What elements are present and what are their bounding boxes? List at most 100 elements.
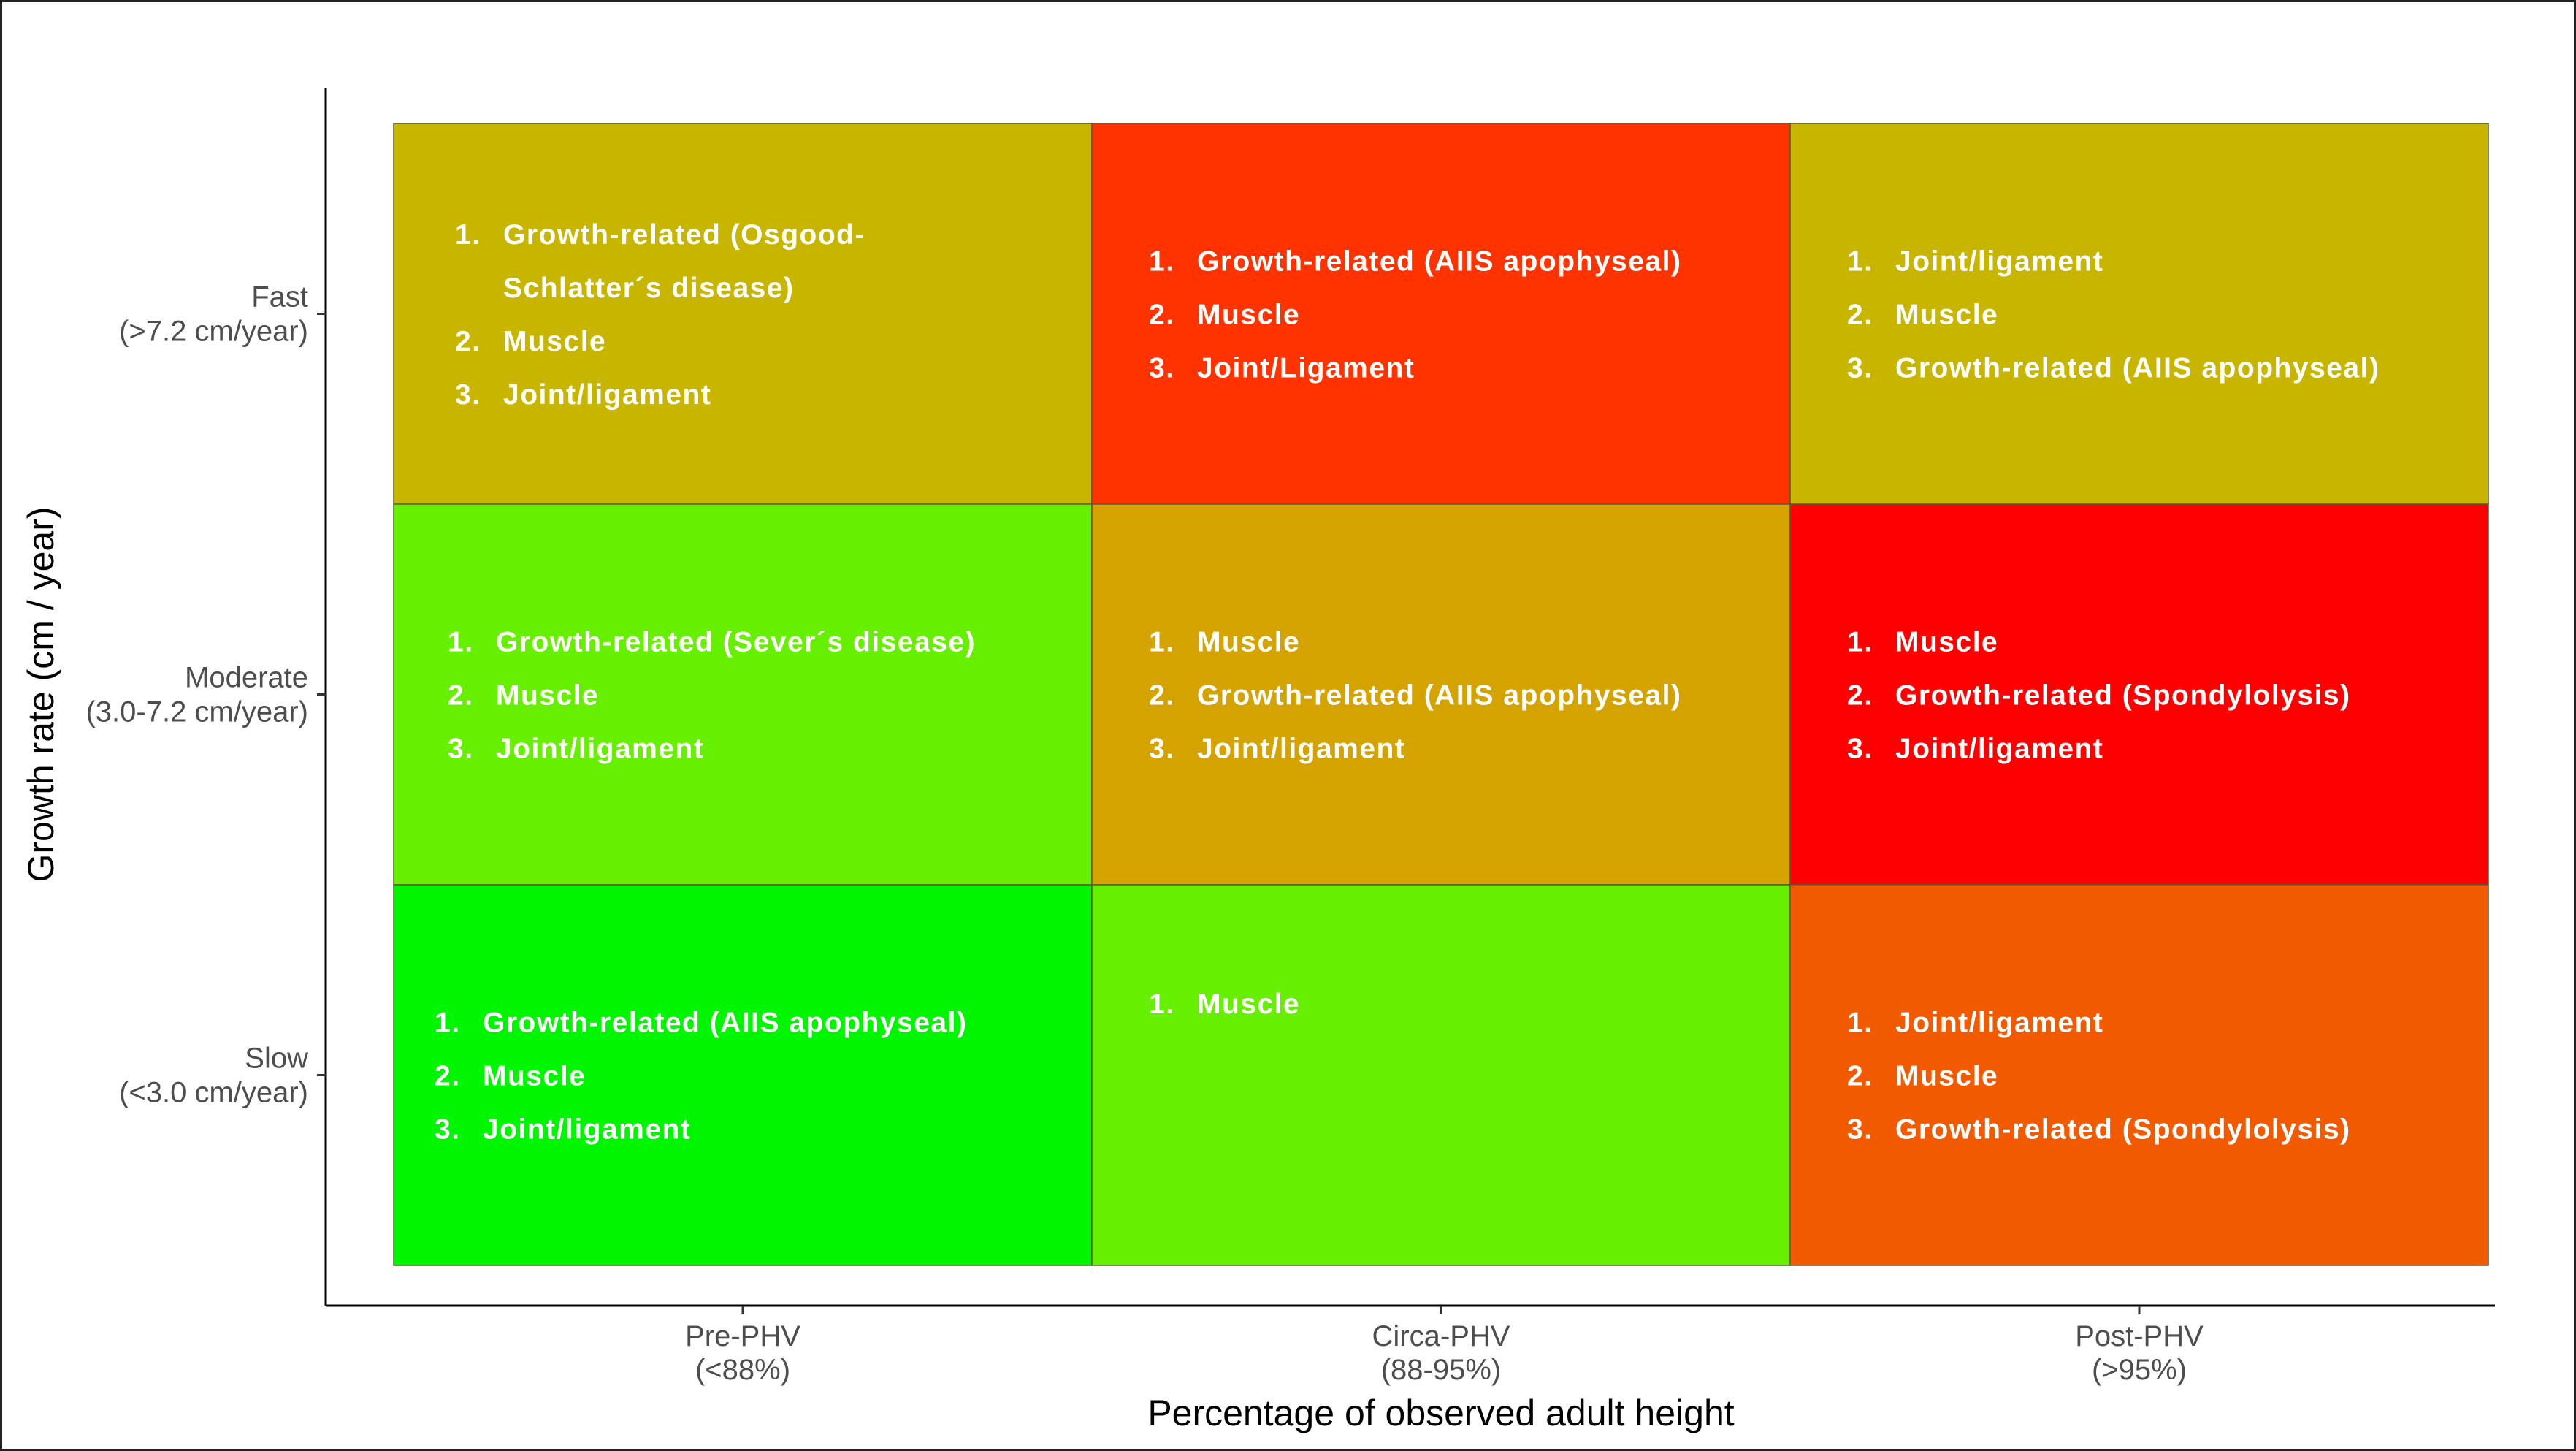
cell-list-item: 1. Joint/ligament <box>1847 246 2103 278</box>
cell-list-item: 2. Muscle <box>448 680 599 712</box>
cell-list-item: 1. Growth-related (Sever´s disease) <box>448 627 976 658</box>
list-item-number: 2. <box>1847 680 1873 712</box>
list-item-number: 3. <box>448 734 474 765</box>
y-tick-label: Moderate <box>185 662 308 694</box>
list-item-number: 1. <box>448 627 474 658</box>
y-tick-label: Fast <box>251 281 308 313</box>
list-item-number: 2. <box>1149 300 1175 331</box>
list-item-text: Schlatter´s disease) <box>503 273 795 304</box>
x-axis-title: Percentage of observed adult height <box>1147 1393 1734 1433</box>
list-item-number: 3. <box>435 1114 461 1146</box>
list-item-text: Growth-related (Osgood- <box>503 219 865 251</box>
cell-list-item: 3. Joint/ligament <box>435 1114 691 1146</box>
cell-list-item: 3. Growth-related (AIIS apophyseal) <box>1847 353 2380 384</box>
list-item-number: 3. <box>1149 353 1175 384</box>
list-item-text: Joint/ligament <box>1197 734 1405 765</box>
list-item-text: Muscle <box>1197 627 1300 658</box>
cell-post-phv-fast-tile <box>1789 123 2489 505</box>
cell-post-phv-moderate: 1. Muscle 2. Growth-related (Spondylolysis)… <box>1789 503 2489 886</box>
cell-circa-phv-moderate-tile <box>1091 503 1791 886</box>
x-tick-label: Circa-PHV <box>1372 1320 1510 1352</box>
cell-post-phv-slow-tile <box>1789 884 2489 1266</box>
list-item-text: Growth-related (AIIS apophyseal) <box>1197 680 1681 712</box>
list-item-text: Joint/ligament <box>483 1114 691 1146</box>
cell-list-item: 3. Growth-related (Spondylolysis) <box>1847 1114 2351 1146</box>
list-item-number: 1. <box>435 1008 461 1039</box>
cell-list-item: 3. Joint/ligament <box>1847 734 2103 765</box>
list-item-number: 1. <box>1149 627 1175 658</box>
cell-pre-phv-slow: 1.Growth-related (AIIS apophyseal) 2. Musc… <box>393 884 1093 1266</box>
list-item-number: 3. <box>1847 734 1873 765</box>
axes-layer: Fast(>7.2 cm/year)Moderate(3.0-7.2 cm/ye… <box>85 88 2495 1386</box>
list-item-number: 2. <box>435 1061 461 1092</box>
list-item-number: 1. <box>1149 246 1175 278</box>
list-item-text: Growth-related (Spondylolysis) <box>1895 680 2351 712</box>
list-item-text: Joint/ligament <box>1895 1008 2103 1039</box>
list-item-number: 3. <box>1847 1114 1873 1146</box>
list-item-number: 1. <box>1847 246 1873 278</box>
list-item-number: 3. <box>1149 734 1175 765</box>
y-axis-title: Growth rate (cm / year) <box>20 507 61 883</box>
list-item-text: Muscle <box>1197 989 1300 1020</box>
list-item-text: Joint/ligament <box>503 379 711 411</box>
list-item-number: 1. <box>1847 1008 1873 1039</box>
cell-post-phv-moderate-tile <box>1789 503 2489 886</box>
x-tick-label: Pre-PHV <box>685 1320 800 1352</box>
cell-list-item: 1. Growth-related (Osgood- Schlatter´s dis… <box>455 219 865 304</box>
list-item-text: Growth-related (AIIS apophyseal) <box>1895 353 2380 384</box>
cell-list-item: 1. Growth-related (AIIS apophyseal) <box>1149 246 1681 278</box>
y-tick-sublabel: (>7.2 cm/year) <box>119 316 308 348</box>
list-item-number: 3. <box>1847 353 1873 384</box>
x-tick-label: Post-PHV <box>2075 1320 2204 1352</box>
cell-list-item: 2. Growth-related (AIIS apophyseal) <box>1149 680 1681 712</box>
list-item-number: 2. <box>448 680 474 712</box>
list-item-text: Joint/Ligament <box>1197 353 1415 384</box>
cell-list-item: 3. Joint/ligament <box>1149 734 1405 765</box>
cell-list-item: 1. Muscle <box>1149 627 1300 658</box>
list-item-number: 2. <box>1847 300 1873 331</box>
list-item-text: Muscle <box>1197 300 1300 331</box>
cell-list-item: 2.Muscle <box>1847 300 1998 331</box>
list-item-number: 1. <box>455 219 481 251</box>
cell-pre-phv-fast: 1. Growth-related (Osgood- Schlatter´s dis… <box>393 123 1093 505</box>
list-item-number: 2. <box>455 326 481 357</box>
cell-list-item: 1. Joint/ligament <box>1847 1008 2103 1039</box>
cell-list-item: 2. Muscle <box>1149 300 1300 331</box>
x-tick-sublabel: (<88%) <box>695 1354 790 1386</box>
list-item-text: Muscle <box>483 1061 586 1092</box>
list-item-text: Growth-related (Sever´s disease) <box>496 627 976 658</box>
list-item-text: Muscle <box>503 326 606 357</box>
list-item-text: Growth-related (Spondylolysis) <box>1895 1114 2351 1146</box>
cell-list-item: 1. Muscle <box>1149 989 1300 1020</box>
cell-list-item: 3. Joint/ligament <box>455 379 711 411</box>
cell-list-item: 1. Muscle <box>1847 627 1998 658</box>
list-item-number: 2. <box>1149 680 1175 712</box>
cell-post-phv-fast: 1. Joint/ligament 2.Muscle 3. Growth-related… <box>1789 123 2489 505</box>
cell-list-item: 3. Joint/Ligament <box>1149 353 1415 384</box>
cell-list-item: 3.Joint/ligament <box>448 734 703 765</box>
list-item-number: 3. <box>455 379 481 411</box>
list-item-text: Muscle <box>1895 627 1998 658</box>
cell-post-phv-slow: 1. Joint/ligament 2. Muscle 3. Growth-related… <box>1789 884 2489 1266</box>
list-item-text: Growth-related (AIIS apophyseal) <box>1197 246 1681 278</box>
cell-circa-phv-fast-tile <box>1091 123 1791 505</box>
list-item-text: Joint/ligament <box>1895 246 2103 278</box>
list-item-text: Muscle <box>1895 1061 1998 1092</box>
cell-list-item: 2. Muscle <box>435 1061 586 1092</box>
cell-circa-phv-moderate: 1. Muscle 2. Growth-related (AIIS apophysea… <box>1091 503 1791 886</box>
cell-list-item: 1.Growth-related (AIIS apophyseal) <box>435 1008 966 1039</box>
list-item-text: Muscle <box>496 680 599 712</box>
cell-circa-phv-slow-tile <box>1091 884 1791 1266</box>
x-tick-sublabel: (88-95%) <box>1381 1354 1502 1386</box>
y-tick-label: Slow <box>245 1043 308 1075</box>
list-item-number: 1. <box>1149 989 1175 1020</box>
list-item-number: 2. <box>1847 1061 1873 1092</box>
cell-list-item: 2. Muscle <box>1847 1061 1998 1092</box>
y-tick-sublabel: (<3.0 cm/year) <box>119 1077 308 1109</box>
list-item-text: Joint/ligament <box>1895 734 2103 765</box>
list-item-number: 1. <box>1847 627 1873 658</box>
cell-pre-phv-moderate: 1. Growth-related (Sever´s disease) 2. Musc… <box>393 503 1093 886</box>
cell-pre-phv-moderate-tile <box>393 503 1093 886</box>
